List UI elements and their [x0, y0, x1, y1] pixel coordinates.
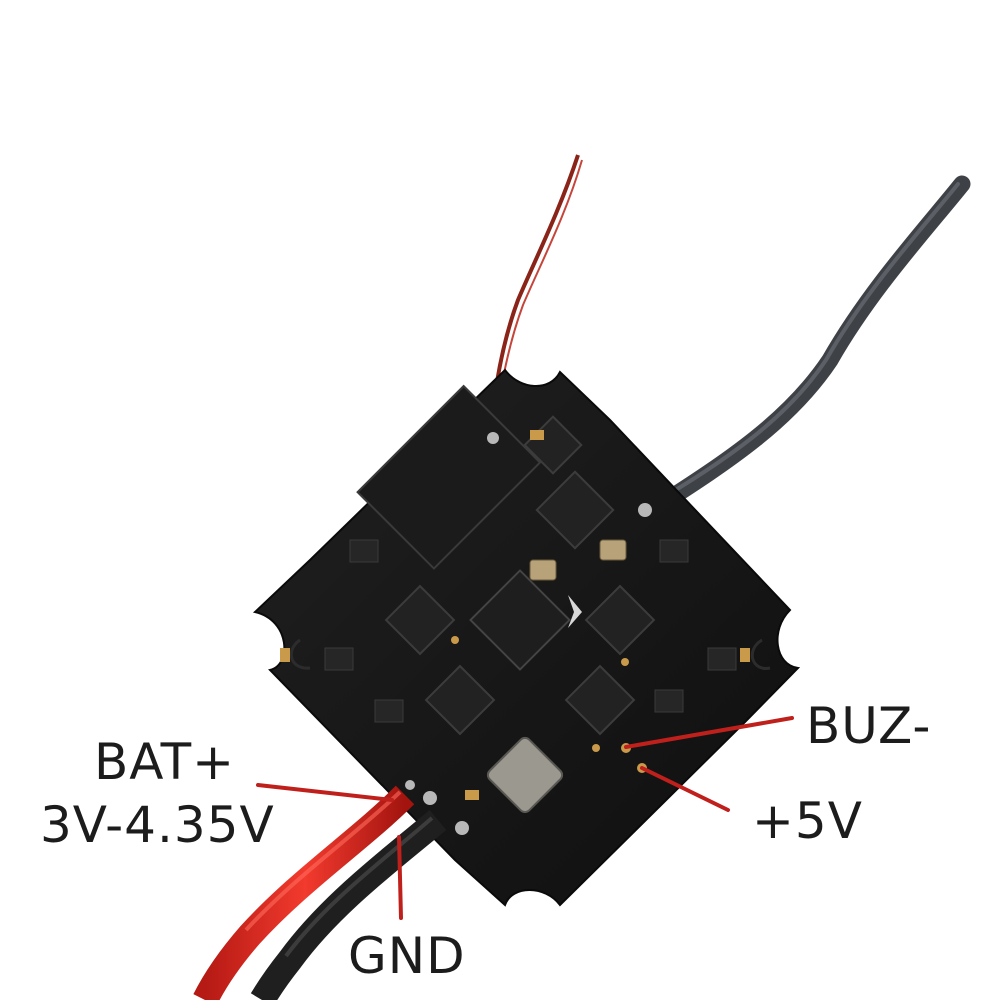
- bat-plus-callout-line: [256, 783, 394, 802]
- bat-plus-label: BAT+: [94, 733, 236, 791]
- voltage-range-label: 3V-4.35V: [40, 796, 275, 854]
- board-components: [280, 384, 750, 835]
- power-wires: [193, 785, 447, 1000]
- callout-lines: [256, 716, 794, 920]
- plus-5v-callout-line: [640, 766, 730, 812]
- gnd-label: GND: [348, 927, 466, 985]
- buzzer-minus-label: BUZ-: [806, 697, 932, 755]
- buz-minus-callout-line: [624, 716, 794, 749]
- gnd-callout-line: [397, 835, 403, 920]
- grey-antenna-wire: [646, 175, 971, 517]
- plus-5v-label: +5V: [752, 792, 863, 850]
